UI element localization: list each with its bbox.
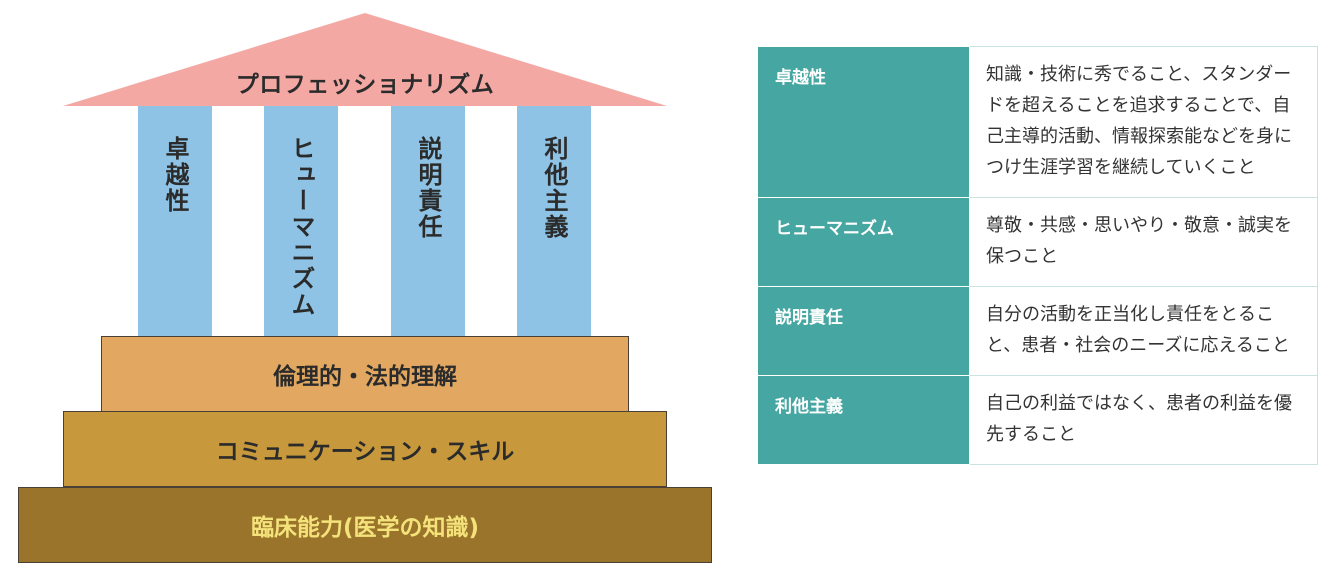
description-cell: 自己の利益ではなく、患者の利益を優先すること — [969, 375, 1318, 465]
term-cell: 利他主義 — [758, 375, 970, 465]
professionalism-temple-diagram: プロフェッショナリズム 卓越性 ヒューマニズム 説明責任 利他主義 倫理的・法的… — [18, 13, 712, 563]
pillar-accountability: 説明責任 — [391, 106, 465, 338]
step-clinical-competence: 臨床能力(医学の知識) — [18, 487, 712, 563]
description-cell: 知識・技術に秀でること、スタンダードを超えることを追求することで、自己主導的活動… — [969, 46, 1318, 198]
description-cell: 尊敬・共感・思いやり・敬意・誠実を保つこと — [969, 197, 1318, 287]
pillar-label: 卓越性 — [161, 136, 189, 214]
pillar-altruism: 利他主義 — [517, 106, 591, 338]
step-communication-skills: コミュニケーション・スキル — [63, 411, 667, 487]
table-row: ヒューマニズム 尊敬・共感・思いやり・敬意・誠実を保つこと — [758, 197, 1318, 287]
description-cell: 自分の活動を正当化し責任をとること、患者・社会のニーズに応えること — [969, 286, 1318, 376]
term-cell: ヒューマニズム — [758, 197, 970, 287]
pillar-excellence: 卓越性 — [138, 106, 212, 338]
definition-table: 卓越性 知識・技術に秀でること、スタンダードを超えることを追求することで、自己主… — [758, 46, 1318, 465]
pillar-humanism: ヒューマニズム — [264, 106, 338, 338]
term-cell: 卓越性 — [758, 46, 970, 198]
step-ethics-law: 倫理的・法的理解 — [101, 336, 629, 412]
roof — [63, 13, 667, 106]
pillar-label: 説明責任 — [414, 136, 442, 240]
table-row: 利他主義 自己の利益ではなく、患者の利益を優先すること — [758, 375, 1318, 465]
pillar-label: ヒューマニズム — [287, 136, 315, 318]
pillar-label: 利他主義 — [540, 136, 568, 240]
term-cell: 説明責任 — [758, 286, 970, 376]
roof-label: プロフェッショナリズム — [235, 72, 495, 98]
table-row: 卓越性 知識・技術に秀でること、スタンダードを超えることを追求することで、自己主… — [758, 46, 1318, 198]
table-row: 説明責任 自分の活動を正当化し責任をとること、患者・社会のニーズに応えること — [758, 286, 1318, 376]
